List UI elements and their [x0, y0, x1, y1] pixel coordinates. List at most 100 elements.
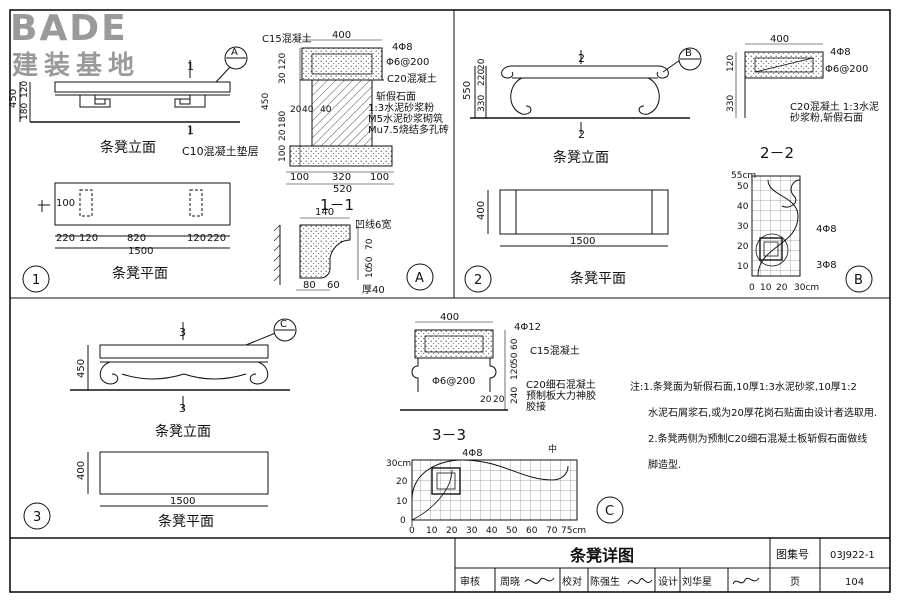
bench3-dim-450: 450	[76, 359, 87, 378]
reviewer-signature	[524, 577, 555, 584]
svg-text:30: 30	[278, 72, 288, 84]
section11-bottom-total: 520	[333, 184, 352, 195]
bench3-detail-tag: C	[280, 319, 287, 330]
svg-text:20: 20	[396, 477, 408, 487]
section11-stirrup: Φ6@200	[386, 57, 429, 68]
detailC-y-ticks: 20 10 0	[396, 477, 408, 526]
section11-left-dims: 120 30 450 180 20 100	[261, 53, 288, 162]
svg-text:50: 50	[365, 256, 375, 268]
svg-text:20: 20	[446, 526, 458, 536]
section22-notes: C20混凝土 1:3水泥 砂浆粉,斩假石面	[790, 100, 879, 124]
section11-concrete: C15混凝土	[262, 32, 312, 45]
detailC-tag-circle	[596, 496, 624, 524]
svg-text:240: 240	[510, 387, 520, 404]
page-label: 页	[790, 576, 800, 588]
page-number: 104	[845, 577, 864, 588]
bench3-elevation	[70, 322, 290, 410]
section22-rebar: 4Φ8	[830, 47, 851, 58]
bench2-number-circle	[464, 265, 492, 293]
svg-text:120: 120	[187, 233, 206, 244]
bench1-plan-dims: 220 120 820 120 220	[56, 233, 226, 244]
bench1-detail-tag: A	[231, 47, 238, 58]
svg-text:40: 40	[486, 526, 498, 536]
section22-dim-120: 120	[726, 55, 736, 72]
drawing-title: 条凳详图	[569, 546, 634, 565]
general-notes: 注:1.条凳面为斩假石面,10厚1:3水泥砂浆,10厚1:2 水泥石屑浆石,或为…	[630, 380, 877, 471]
bench1-plan-total: 1500	[128, 246, 153, 257]
bench3-plan	[87, 451, 269, 507]
bench3-section-mark-top: 3	[179, 326, 186, 339]
bench3-plan-total: 1500	[170, 496, 195, 507]
note-line-3: 2.条凳两侧为预制C20细石混凝土板斩假石面做线	[648, 432, 867, 445]
bench2-plan-title: 条凳平面	[570, 270, 626, 287]
svg-text:70: 70	[365, 238, 375, 250]
section33-stirrup: Φ6@200	[432, 376, 475, 387]
svg-text:1:3水泥砂浆粉: 1:3水泥砂浆粉	[368, 101, 434, 114]
section11-slab: C20混凝土	[387, 72, 437, 85]
svg-text:320: 320	[332, 172, 351, 183]
bench1-detail-callout: A	[224, 46, 248, 70]
design-label: 设计	[658, 575, 678, 588]
svg-text:预制板大力神胶: 预制板大力神胶	[526, 389, 596, 402]
review-label: 审核	[460, 575, 480, 588]
bench2-detail-tag: B	[685, 48, 692, 59]
svg-text:50: 50	[737, 182, 749, 192]
svg-text:120: 120	[510, 363, 520, 380]
svg-text:60: 60	[510, 338, 520, 350]
section11-rebar: 4Φ8	[392, 42, 413, 53]
svg-text:40: 40	[320, 105, 332, 115]
svg-text:80: 80	[303, 280, 316, 291]
svg-text:0: 0	[400, 516, 406, 526]
bench3-detail-callout: C	[273, 318, 297, 342]
bench1-base-note: C10混凝土垫层	[182, 144, 259, 158]
svg-text:60: 60	[327, 280, 340, 291]
detailA-dim-top: 140	[315, 207, 334, 218]
section33-notes: C20细石混凝土 预制板大力神胶 胶接	[526, 378, 596, 413]
section11-notes: 斩假石面 1:3水泥砂浆粉 M5水泥砂浆砌筑 Mu7.5烧结多孔砖	[368, 90, 449, 136]
bench3-section-mark-bottom: 3	[179, 402, 186, 415]
section22-stirrup: Φ6@200	[825, 64, 868, 75]
brand-logo: BADE	[10, 8, 128, 49]
bench2-plan-total: 1500	[570, 236, 595, 247]
svg-text:20: 20	[737, 242, 749, 252]
bench1-dim-450: 450	[8, 89, 19, 108]
svg-text:20: 20	[776, 283, 788, 293]
detailB-drawing	[751, 175, 801, 277]
bench1-plan-title: 条凳平面	[112, 265, 168, 282]
section33-drawing	[400, 321, 508, 411]
section33-concrete: C15混凝土	[530, 344, 580, 357]
detailA-tag: A	[415, 271, 424, 286]
svg-text:斩假石面: 斩假石面	[376, 90, 416, 103]
bench2-section-mark-bottom: 2	[578, 128, 585, 141]
svg-text:30: 30	[737, 222, 749, 232]
bench2-detail-callout: B	[678, 47, 702, 71]
check-label: 校对	[562, 575, 582, 588]
detailB-x-ticks: 0 10 20 30cm	[749, 283, 819, 293]
section22-drawing	[735, 43, 824, 118]
bench1-section-mark-bottom: 1	[187, 124, 194, 137]
bench1-plan-dim-100: 100	[56, 198, 75, 209]
svg-text:100: 100	[370, 172, 389, 183]
bench3-number-circle	[23, 502, 51, 530]
detailA-right-dims: 50 70 10	[365, 238, 375, 278]
svg-text:30: 30	[466, 526, 478, 536]
bench1-section-mark-top: 1	[187, 60, 194, 73]
bench2-section-mark-top: 2	[578, 52, 585, 65]
svg-text:70: 70	[546, 526, 558, 536]
svg-text:10: 10	[737, 262, 749, 272]
svg-text:Mu7.5烧结多孔砖: Mu7.5烧结多孔砖	[368, 123, 449, 136]
svg-text:20: 20	[290, 105, 302, 115]
bench3-number: 3	[33, 510, 41, 525]
bench3-plan-width: 400	[76, 461, 87, 480]
note-line-2: 水泥石屑浆石,或为20厚花岗石贴面由设计者选取用.	[648, 406, 877, 419]
detailA-thickness: 厚40	[362, 284, 385, 296]
checker-signature	[627, 578, 653, 585]
svg-text:0: 0	[409, 526, 415, 536]
section33-rebar: 4Φ12	[514, 322, 541, 333]
detailB-tag-circle	[845, 265, 873, 293]
detailA-bottom-dims: 80 60	[303, 280, 340, 291]
detailC-tag: C	[605, 504, 614, 519]
section11-title: 1－1	[320, 196, 354, 214]
svg-text:10: 10	[365, 266, 375, 278]
svg-text:100: 100	[290, 172, 309, 183]
